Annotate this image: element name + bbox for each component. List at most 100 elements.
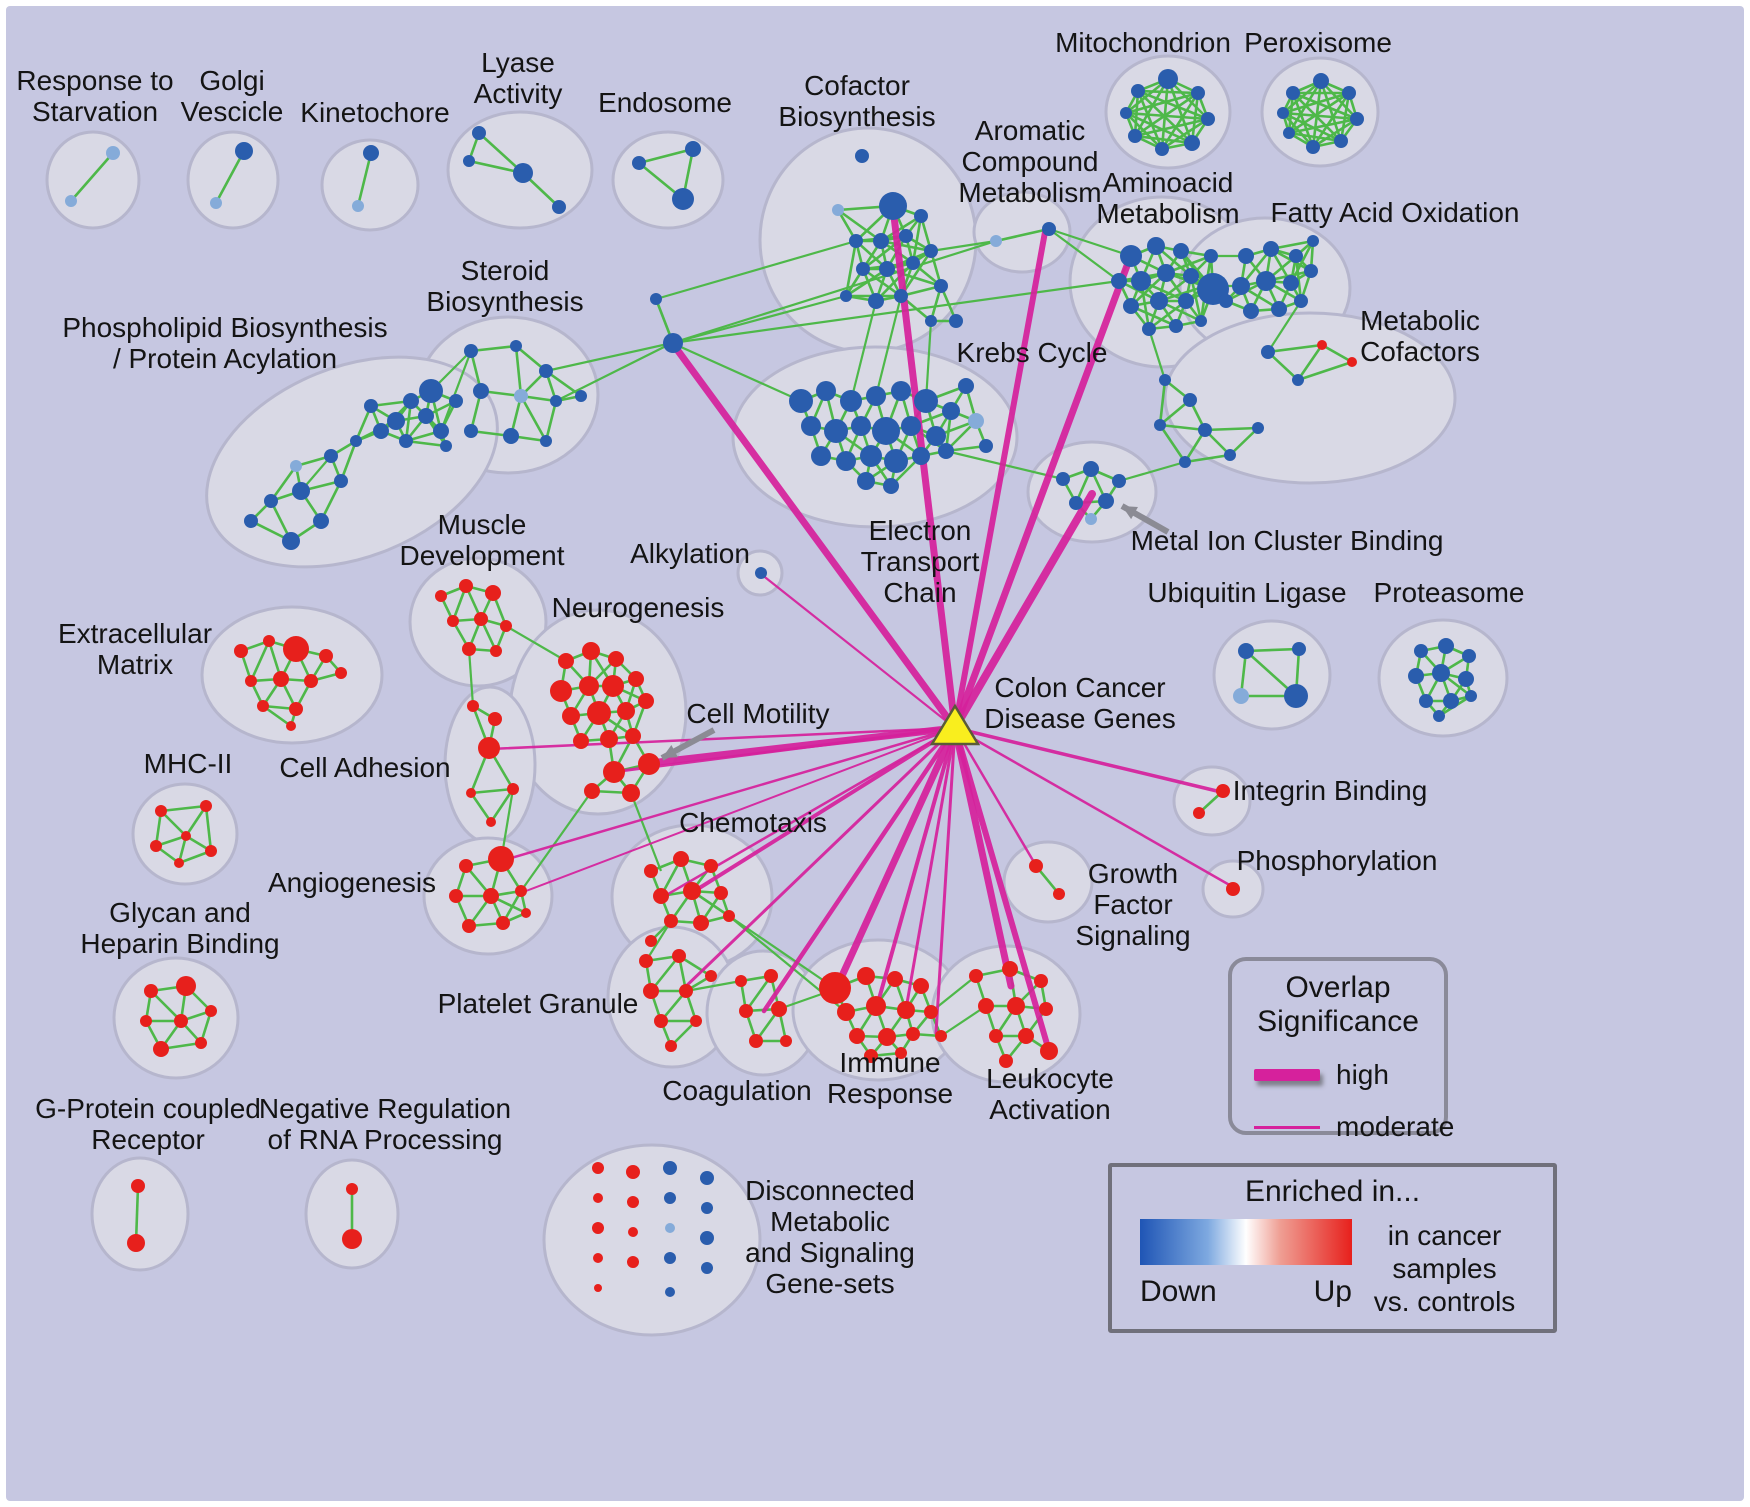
gene-set-node-down [990,235,1002,247]
gene-set-node-down [855,149,869,163]
legend-overlap-title: Overlap Significance [1257,971,1419,1038]
gene-set-node-down [1219,294,1233,308]
gene-set-node-up [245,675,257,687]
gene-set-node-down [1069,496,1083,510]
gene-set-node-down [575,390,587,402]
gene-set-edge [1321,343,1353,364]
gene-set-edge [70,152,114,202]
gene-set-node-up [582,642,600,660]
overlap-significance-edge [691,726,957,894]
gene-set-node-up [764,969,778,983]
gene-set-node-up [587,701,611,725]
gene-set-node-down [849,234,863,248]
inter-cluster-edge [439,350,473,432]
gene-set-node-down [449,394,463,408]
label-neurogenesis: Neurogenesis [552,592,725,623]
gene-set-node-down [334,474,348,488]
gene-set-node-down [873,233,889,249]
gene-set-node-down [1183,268,1199,284]
gene-set-node-up [515,885,527,897]
gene-set-edge [214,150,246,204]
label-cell-adhesion: Cell Adhesion [279,752,450,783]
overlap-significance-edge [759,572,957,730]
gene-set-node-up [1216,784,1230,798]
label-mitochondrion: Mitochondrion [1055,27,1231,58]
inter-cluster-edge [671,294,847,345]
gene-set-node-up [705,970,717,982]
inter-cluster-edge [629,792,663,872]
gene-set-edge [1288,131,1342,143]
gene-set-node-up [714,886,728,900]
gene-set-edge [150,990,182,1022]
gene-set-node-down [1201,112,1215,126]
inter-cluster-edge [930,239,997,253]
label-negative-regulation-rna-processing: Negative Regulation [259,1093,511,1124]
gene-set-node-down [292,482,310,500]
gene-set-node-down [701,1202,713,1214]
gene-set-node-down [1313,73,1329,89]
gene-set-node-down [373,423,389,439]
gene-set-node-up [584,783,600,799]
gene-set-node-up [735,975,747,987]
gene-set-node-down [210,197,222,209]
enrichment-note: in cancer samples vs. controls [1373,1220,1516,1317]
gene-set-edge [1282,111,1358,121]
label-steroid-biosynthesis: Biosynthesis [426,286,583,317]
gene-set-node-down [399,434,413,448]
gene-set-node-down [1083,461,1099,477]
gene-set-node-up [989,1029,1003,1043]
label-steroid-biosynthesis: Steroid [461,255,550,286]
gene-set-node-up [467,700,479,712]
gene-set-edge [1134,91,1199,138]
gene-set-node-down [901,416,921,436]
gene-set-node-up [466,788,476,798]
gene-set-node-down [1286,86,1300,100]
gene-set-node-down [1128,129,1142,143]
label-electron-transport-chain: Transport [861,546,980,577]
gene-set-node-down [1191,86,1205,100]
label-lyase-activity: Lyase [481,47,555,78]
overlap-significance-edge [488,726,957,751]
gene-set-edge [1159,423,1206,432]
gene-set-node-down [1433,710,1445,722]
gene-set-node-down [235,142,253,160]
gene-set-node-down [472,126,486,140]
gene-set-node-down [1112,474,1126,488]
gene-set-node-down [1120,107,1132,119]
label-phospholipid-biosynthesis: Phospholipid Biosynthesis [62,312,387,343]
gene-set-node-down [503,428,519,444]
cluster-bubble-metabolic-cofactors [1163,311,1457,485]
gene-set-node-up [174,858,184,868]
gene-set-node-up [693,915,709,931]
inter-cluster-edge [1267,300,1302,353]
gene-set-node-up [628,671,644,687]
gene-set-node-down [912,447,930,465]
up-label: Up [1313,1275,1352,1308]
gene-set-node-down [700,1171,714,1185]
gene-set-node-up [935,1030,947,1042]
gene-set-node-down [1195,315,1207,327]
gene-set-node-up [878,1028,896,1046]
label-aminoacid-metabolism: Aminoacid [1103,167,1234,198]
gene-set-node-up [1007,997,1025,1015]
gene-set-edge [544,400,558,442]
label-aromatic-compound-metabolism: Metabolism [958,177,1101,208]
gene-set-node-up [594,1284,602,1292]
inter-cluster-edge [671,279,1120,345]
gene-set-edge [339,440,358,482]
gene-set-node-down [313,513,329,529]
legend-enrichment-body: Down Up in cancer samples vs. controls [1112,1209,1553,1318]
gene-set-node-down [824,419,848,443]
gene-set-node-up [140,1015,152,1027]
label-angiogenesis: Angiogenesis [268,867,436,898]
label-krebs-cycle: Krebs Cycle [957,337,1108,368]
gene-set-node-up [573,733,589,749]
gene-set-node-down [949,314,963,328]
gene-set-node-up [600,730,618,748]
gene-set-node-up [304,674,318,688]
label-aminoacid-metabolism: Metabolism [1096,198,1239,229]
gene-set-node-up [906,1027,920,1041]
gene-set-node-down [664,1192,676,1204]
gene-set-node-up [627,1256,639,1268]
